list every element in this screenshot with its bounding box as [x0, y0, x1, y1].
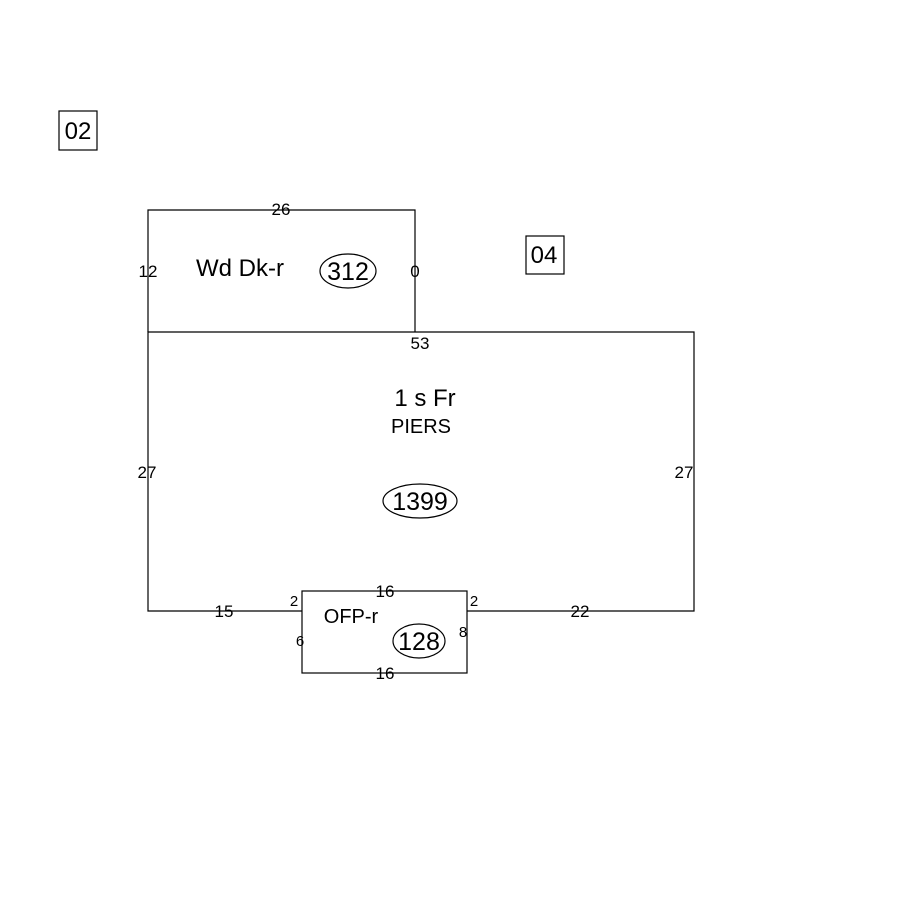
tag-02-label: 02 — [65, 118, 92, 145]
deck-dim-top: 26 — [272, 200, 291, 219]
main-dim-left: 27 — [138, 463, 157, 482]
main-dim-bottom-right: 22 — [571, 602, 590, 621]
main-area: 1399 — [392, 488, 448, 516]
wood-deck-outline — [147, 209, 416, 332]
deck-dim-left: 12 — [139, 262, 158, 281]
porch-outline — [301, 590, 468, 674]
main-structure: 53 27 27 15 22 1 s Fr PIERS 1399 — [138, 331, 695, 621]
main-dim-top: 53 — [411, 334, 430, 353]
open-frame-porch: 16 16 2 6 2 8 OFP-r 128 — [290, 582, 478, 683]
wood-deck: 26 12 0 Wd Dk-r 312 — [139, 200, 420, 332]
deck-dim-right: 0 — [410, 262, 419, 281]
main-sublabel: PIERS — [391, 416, 451, 438]
tag-02-box — [58, 110, 98, 151]
main-dim-bottom-left: 15 — [215, 602, 234, 621]
porch-dim-right: 8 — [459, 624, 467, 641]
main-label: 1 s Fr — [394, 385, 455, 412]
tag-02: 02 — [58, 110, 98, 151]
tag-04-label: 04 — [531, 242, 558, 269]
deck-area: 312 — [327, 258, 369, 286]
porch-dim-right-upper: 2 — [470, 593, 478, 610]
porch-area: 128 — [398, 628, 440, 656]
main-structure-outline — [147, 331, 695, 612]
deck-label: Wd Dk-r — [196, 255, 284, 282]
porch-area-oval — [392, 623, 446, 659]
main-dim-right: 27 — [675, 463, 694, 482]
porch-dim-bottom: 16 — [376, 664, 395, 683]
main-area-oval — [382, 483, 458, 519]
porch-dim-left: 6 — [296, 633, 304, 650]
porch-dim-left-upper: 2 — [290, 593, 298, 610]
deck-area-oval — [319, 253, 377, 289]
tag-04: 04 — [525, 235, 565, 275]
porch-label: OFP-r — [324, 606, 379, 628]
porch-dim-top: 16 — [376, 582, 395, 601]
tag-04-box — [525, 235, 565, 275]
